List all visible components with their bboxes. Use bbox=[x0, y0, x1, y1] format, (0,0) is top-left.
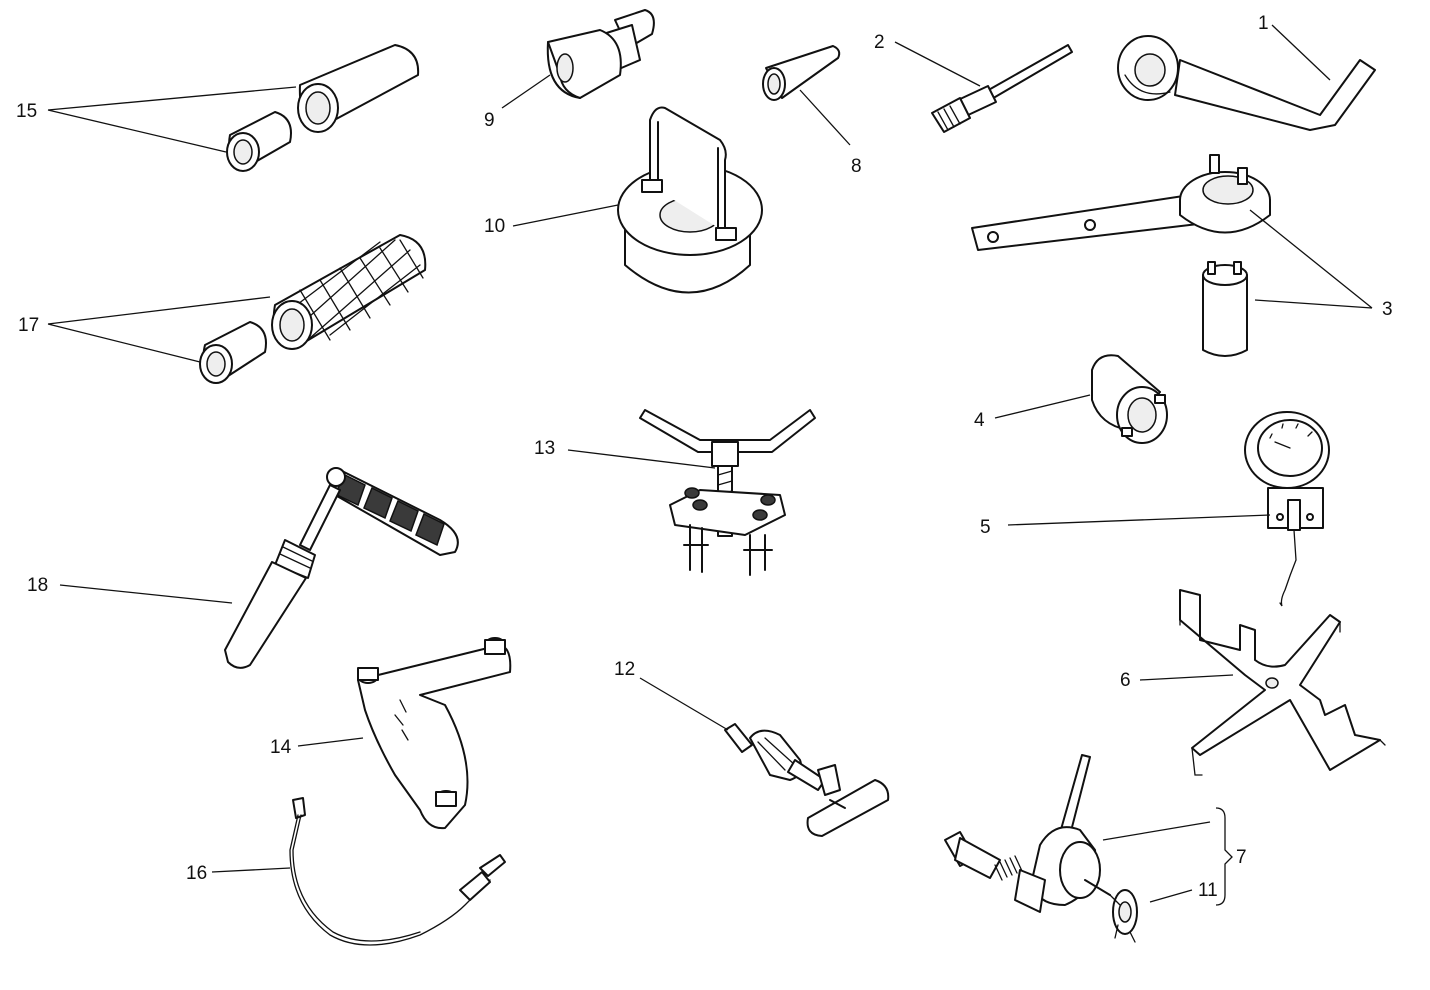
tool-7-timing-tool bbox=[944, 754, 1111, 913]
tool-15-sleeve-set bbox=[226, 44, 420, 172]
callout-6: 6 bbox=[1120, 670, 1131, 691]
tool-9-adapter bbox=[546, 9, 655, 99]
callout-18: 18 bbox=[27, 575, 48, 596]
tool-12-extractor bbox=[724, 723, 890, 837]
tool-17-knurled-sleeve bbox=[199, 234, 427, 384]
callout-12: 12 bbox=[614, 659, 635, 680]
tool-3-spanner-set bbox=[971, 154, 1271, 357]
callout-17: 17 bbox=[18, 315, 39, 336]
callout-labels: 15 17 9 10 8 2 1 3 4 13 5 18 12 6 14 7 1… bbox=[16, 13, 1393, 901]
callout-13: 13 bbox=[534, 438, 555, 459]
callout-4: 4 bbox=[974, 410, 985, 431]
tool-8-cone bbox=[762, 45, 841, 101]
callout-14: 14 bbox=[270, 737, 292, 758]
callout-7: 7 bbox=[1236, 847, 1247, 868]
callout-9: 9 bbox=[484, 110, 495, 131]
tool-4-socket bbox=[1091, 354, 1168, 444]
callout-10: 10 bbox=[484, 216, 505, 237]
callout-1: 1 bbox=[1258, 13, 1269, 34]
callout-11: 11 bbox=[1198, 880, 1218, 901]
tool-16-cable bbox=[289, 797, 506, 946]
tool-5-dial-gauge bbox=[1244, 411, 1330, 607]
callout-5: 5 bbox=[980, 517, 991, 538]
tool-11-disc-tool bbox=[1109, 889, 1138, 943]
tool-14-holder bbox=[357, 637, 512, 830]
tool-18-t-handle bbox=[224, 467, 459, 669]
callout-3: 3 bbox=[1382, 299, 1393, 320]
tool-13-puller bbox=[639, 409, 816, 576]
callout-2: 2 bbox=[874, 32, 885, 53]
tool-10-puller-cup bbox=[617, 106, 763, 294]
leader-lines bbox=[47, 24, 1373, 906]
tool-6-cross-holder bbox=[1179, 589, 1386, 776]
callout-16: 16 bbox=[186, 863, 207, 884]
tool-2-pin bbox=[931, 44, 1073, 133]
tool-1-wrench bbox=[1117, 35, 1376, 131]
callout-15: 15 bbox=[16, 101, 37, 122]
callout-8: 8 bbox=[851, 156, 862, 177]
